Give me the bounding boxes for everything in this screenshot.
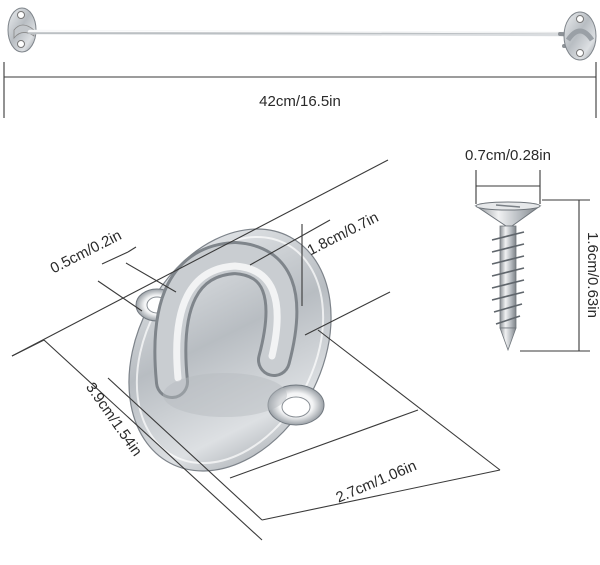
hook-rod [27, 29, 568, 37]
right-eye-plate [563, 11, 597, 61]
hook-length-dimension: 42cm/16.5in [3, 62, 597, 118]
screw-thread [491, 231, 525, 325]
eye-loop [153, 240, 299, 417]
lower-screw-hole [267, 384, 325, 426]
screw-length-label: 1.6cm/0.63in [584, 232, 600, 318]
screw-tip [499, 327, 517, 352]
screw-shank [499, 225, 517, 329]
plate-width-label: 2.7cm/1.06in [333, 457, 419, 506]
screw-head-width-label: 0.7cm/0.28in [465, 147, 551, 164]
eye-plate-illustration [128, 228, 332, 472]
hook-rod-illustration [7, 7, 597, 61]
hole-width-label: 0.5cm/0.2in [48, 227, 125, 277]
screw-head-width-dimension: 0.7cm/0.28in [465, 147, 551, 204]
screw-illustration [474, 201, 542, 352]
hook-length-label: 42cm/16.5in [259, 93, 341, 110]
screw-length-dimension: 1.6cm/0.63in [520, 199, 600, 352]
eye-height-label: 1.8cm/0.7in [305, 209, 382, 259]
